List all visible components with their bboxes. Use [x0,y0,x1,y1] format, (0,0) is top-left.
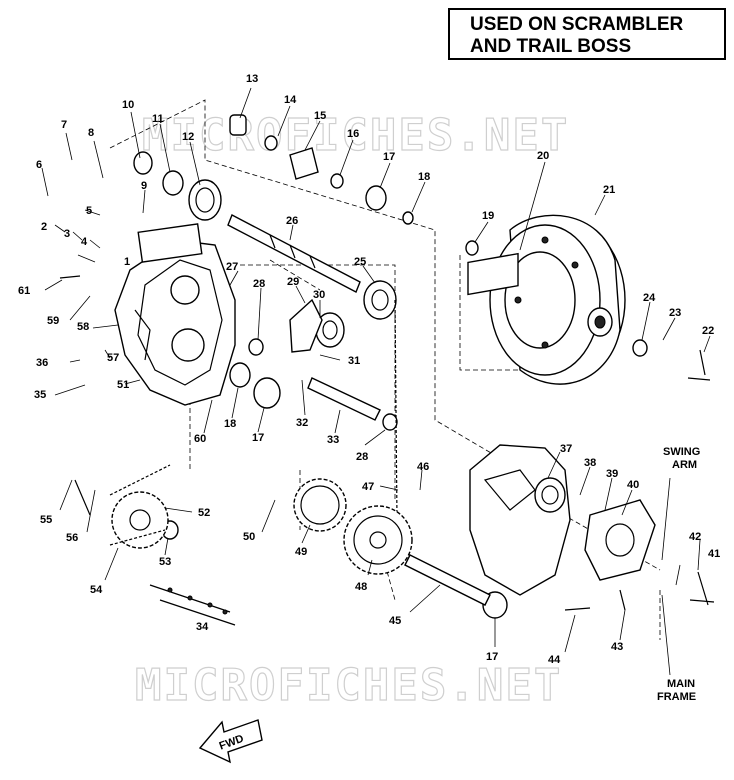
callout-56: 56 [66,532,78,544]
watermark-top: MICROFICHES.NET [142,110,569,161]
callout-22: 22 [702,325,714,337]
clutch-assembly [467,214,626,385]
callout-32: 32 [296,417,308,429]
sprockets [111,478,413,575]
callout-11: 11 [152,113,164,125]
callout-52: 52 [198,507,210,519]
callout-46: 46 [417,461,429,473]
callout-14: 14 [284,94,297,106]
callout-26: 26 [286,215,298,227]
callout-49: 49 [295,546,307,558]
callout-55: 55 [40,514,52,526]
callout-28: 28 [253,278,265,290]
callout-17b: 17 [252,432,264,444]
gears-upper [188,179,397,348]
callout-16: 16 [347,128,359,140]
callout-44: 44 [548,654,561,666]
callout-47: 47 [362,481,374,493]
title-line-1: USED ON SCRAMBLER [470,14,684,35]
callout-21: 21 [603,184,615,196]
callout-53: 53 [159,556,171,568]
callout-34: 34 [196,621,209,633]
callout-50: 50 [243,531,255,543]
main-frame-label-2: FRAME [657,691,696,703]
callout-29: 29 [287,276,299,288]
title-box: USED ON SCRAMBLER AND TRAIL BOSS [448,8,726,60]
callout-27: 27 [226,261,238,273]
callout-41: 41 [708,548,720,560]
bracket [584,499,656,581]
callout-30: 30 [313,289,325,301]
callout-35: 35 [34,389,46,401]
callout-18b: 18 [224,418,236,430]
input-shaft [227,214,361,293]
fwd-arrow: FWD [198,719,263,764]
callout-9: 9 [141,180,147,192]
callout-57: 57 [107,352,119,364]
lower-chain [109,464,236,626]
callout-8: 8 [88,127,94,139]
watermark-bottom: MICROFICHES.NET [135,660,562,711]
left-housing [114,223,236,406]
callout-40: 40 [627,479,639,491]
callout-4: 4 [81,236,88,248]
callout-31: 31 [348,355,360,367]
callout-15: 15 [314,110,326,122]
callout-48: 48 [355,581,367,593]
callout-51: 51 [117,379,129,391]
leader-lines [41,87,711,676]
shift-parts [289,298,381,421]
drive-chain [394,299,398,521]
callout-38: 38 [584,457,596,469]
callout-36: 36 [36,357,48,369]
callout-3: 3 [64,228,70,240]
bolts [59,275,715,611]
callout-2: 2 [41,221,47,233]
callout-19: 19 [482,210,494,222]
callout-33: 33 [327,434,339,446]
callout-61: 61 [18,285,30,297]
callout-7: 7 [61,119,67,131]
callout-18: 18 [418,171,430,183]
callout-6: 6 [36,159,42,171]
callout-54: 54 [90,584,103,596]
callout-17c: 17 [486,651,498,663]
callout-37: 37 [560,443,572,455]
callout-59: 59 [47,315,59,327]
callout-24: 24 [643,292,656,304]
callout-17: 17 [383,151,395,163]
callout-45: 45 [389,615,401,627]
callout-5: 5 [86,205,92,217]
callout-1: 1 [124,256,130,268]
output-shaft [404,554,491,606]
callout-25: 25 [354,256,366,268]
callout-60: 60 [194,433,206,445]
callout-23: 23 [669,307,681,319]
callout-43: 43 [611,641,623,653]
callout-39: 39 [606,468,618,480]
title-line-2: AND TRAIL BOSS [470,36,632,57]
callout-numbers: 1 2 3 4 5 6 7 8 9 10 11 12 13 14 15 16 1… [18,73,720,666]
right-housing [469,444,571,596]
callout-42: 42 [689,531,701,543]
callout-20: 20 [537,150,549,162]
swing-arm-label-2: ARM [672,459,697,471]
callout-12: 12 [182,131,194,143]
swing-arm-label-1: SWING [663,446,700,458]
callout-28b: 28 [356,451,368,463]
main-frame-label-1: MAIN [667,678,695,690]
callout-10: 10 [122,99,134,111]
callout-13: 13 [246,73,258,85]
callout-58: 58 [77,321,89,333]
